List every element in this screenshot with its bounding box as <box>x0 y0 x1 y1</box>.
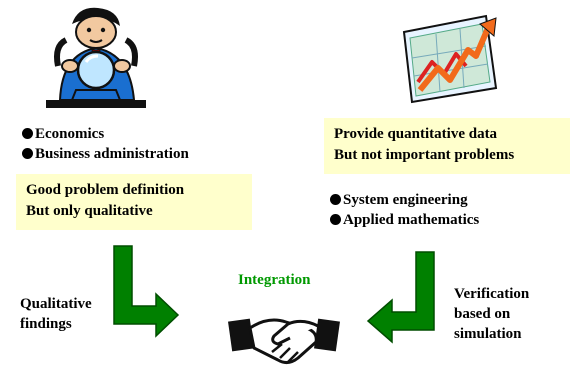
quantitative-box-line-2: But not important problems <box>334 147 515 163</box>
bullet-dot-icon <box>330 194 341 205</box>
quantitative-box: Provide quantitative data But not import… <box>324 118 570 174</box>
bullet-applied-mathematics: Applied mathematics <box>330 210 479 230</box>
right-green-arrow <box>366 251 435 344</box>
qualitative-findings-label: Qualitative findings <box>20 296 92 332</box>
qualitative-box-line-2: But only qualitative <box>26 203 153 219</box>
quantitative-box-line-1: Provide quantitative data <box>334 126 498 142</box>
bullet-business-administration: Business administration <box>22 144 189 164</box>
integration-label: Integration <box>238 272 311 288</box>
bullet-system-engineering: System engineering <box>330 190 479 210</box>
bullet-dot-icon <box>330 214 341 225</box>
bullet-economics: Economics <box>22 124 189 144</box>
verification-label: Verification based on simulation <box>454 286 530 342</box>
left-bullet-list: Economics Business administration <box>22 124 189 164</box>
rising-chart-icon <box>402 14 498 104</box>
bullet-dot-icon <box>22 128 33 139</box>
qualitative-box: Good problem definition But only qualita… <box>16 174 252 230</box>
bullet-dot-icon <box>22 148 33 159</box>
handshake-icon <box>228 318 340 365</box>
left-green-arrow <box>113 245 180 338</box>
right-bullet-list: System engineering Applied mathematics <box>330 190 479 230</box>
qualitative-box-line-1: Good problem definition <box>26 182 185 198</box>
crystal-ball-forecaster-icon <box>46 7 146 108</box>
